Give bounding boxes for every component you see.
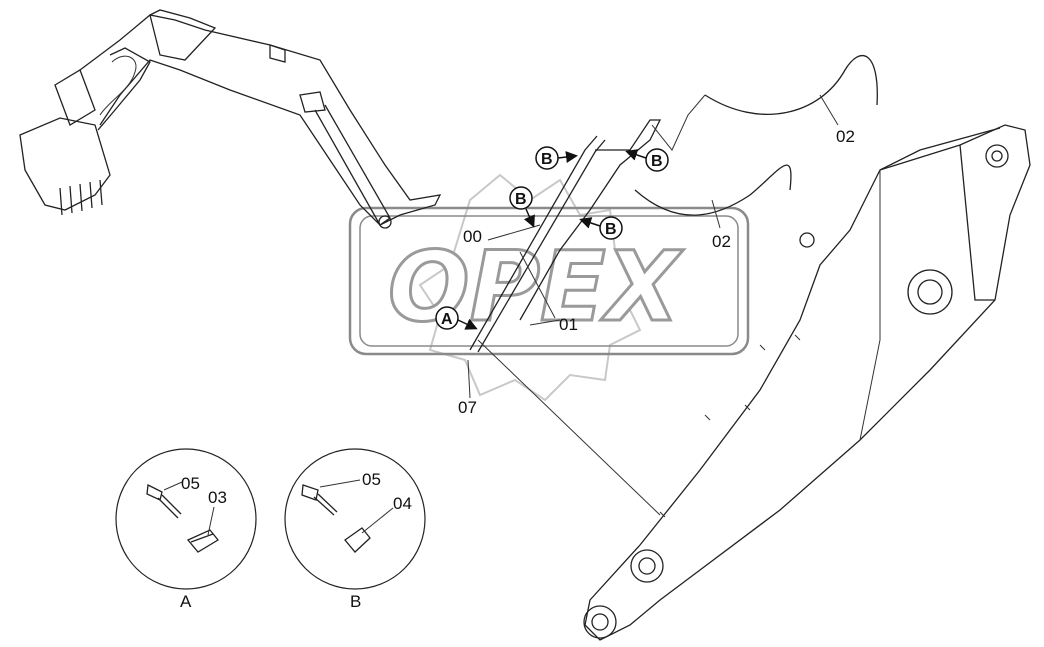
watermark-frame-outer [348,206,750,356]
detail-a-label-03: 03 [208,488,227,507]
watermark-gear [418,173,642,402]
label-part-00: 00 [463,227,482,246]
label-part-02-upper: 02 [836,127,855,146]
label-part-02-middle: 02 [712,232,731,251]
detail-a: 05 03 A [115,448,257,611]
arm-bucket-assembly [19,9,442,229]
detail-b-label-04: 04 [393,494,412,513]
detail-a-label-05: 05 [181,474,200,493]
svg-text:B: B [541,151,553,168]
watermark-text: OPEX [388,231,684,343]
svg-text:A: A [441,311,453,328]
boom-assembly [583,124,1031,641]
svg-text:B: B [605,221,617,238]
label-part-01: 01 [559,315,578,334]
detail-a-title: A [180,592,192,611]
callout-b-3: B [509,186,535,228]
callout-a-1: A [435,306,478,330]
svg-text:B: B [651,153,663,170]
detail-b: 05 04 B [284,448,426,611]
detail-b-title: B [350,592,361,611]
detail-b-label-05: 05 [362,470,381,489]
svg-text:B: B [515,191,527,208]
callout-b-4: B [579,216,623,240]
watermark-logo: OPEX [348,173,750,402]
callout-b-1: B [535,146,578,170]
hydraulic-pipes [469,54,878,516]
callout-b-2: B [625,148,669,172]
watermark-frame-inner [359,215,739,347]
label-part-07: 07 [458,398,477,417]
